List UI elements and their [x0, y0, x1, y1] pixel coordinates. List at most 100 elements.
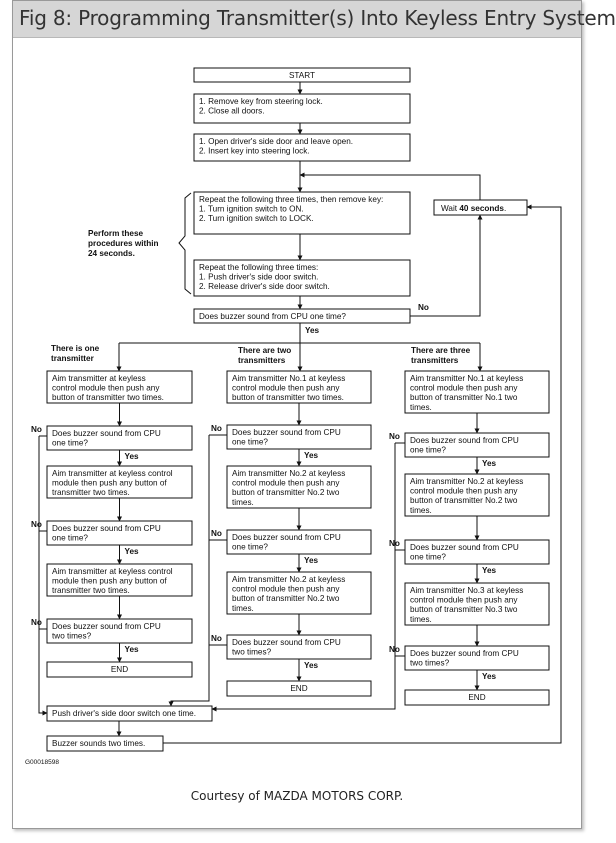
branch-three-q3-box	[404, 645, 550, 671]
perform-note: 24 seconds.	[88, 249, 135, 258]
wait-box	[433, 199, 528, 216]
branch-one-aim1-box	[46, 370, 193, 404]
branch-one-q3-box	[46, 618, 193, 644]
branch-one-aim3-box	[46, 563, 193, 597]
yes-label: Yes	[305, 326, 320, 335]
branch-two-end-box	[226, 680, 372, 697]
branch-one-no-rail	[38, 436, 48, 716]
branch-three-aim3-text: Aim transmitter No.3 at keyless	[410, 586, 523, 595]
branch-three-q1-box	[404, 432, 550, 458]
figure-frame: Fig 8: Programming Transmitter(s) Into K…	[12, 0, 616, 829]
step3-text: Repeat the following three times, then r…	[199, 195, 383, 204]
branch-two-yes-label: Yes	[304, 661, 319, 670]
branch-one-no-label: No	[31, 520, 42, 529]
branch-two-header: There are two	[238, 346, 291, 355]
branch-two-header: transmitters	[238, 356, 286, 365]
branch-three-no-label: No	[389, 432, 400, 441]
branch-three-yes-label: Yes	[482, 459, 497, 468]
branch-three-q1-text: one time?	[410, 446, 446, 455]
branch-one-header: transmitter	[51, 354, 95, 363]
branch-two-aim2-text: control module then push any	[232, 479, 340, 488]
step3-box	[193, 191, 411, 235]
branch-one-q2-text: one time?	[52, 534, 88, 543]
step2-box	[193, 133, 411, 162]
flow-boxes	[46, 67, 550, 752]
start-text: START	[289, 71, 315, 80]
time-brace	[178, 192, 192, 295]
step2-text: 1. Open driver's side door and leave ope…	[199, 137, 353, 146]
step4-text: Repeat the following three times:	[199, 263, 318, 272]
branch-one-yes-label: Yes	[125, 645, 140, 654]
branch-three-aim2-box	[404, 473, 550, 517]
branch-one-aim3-text: transmitter two times.	[52, 586, 130, 595]
start-box	[193, 67, 411, 83]
branch-three-no-rail	[211, 443, 396, 712]
branch-one-no-label: No	[31, 425, 42, 434]
branch-three-aim3-box	[404, 582, 550, 626]
branch-two-q2-text: one time?	[232, 543, 268, 552]
branch-two-q2-text: Does buzzer sound from CPU	[232, 533, 341, 542]
step3-text: 2. Turn ignition switch to LOCK.	[199, 214, 314, 223]
step1-text: 2. Close all doors.	[199, 107, 265, 116]
perform-note: Perform these	[88, 229, 144, 238]
branch-two-end-text: END	[290, 684, 307, 693]
branch-one-aim2-box	[46, 465, 193, 499]
branch-two-aim1-text: Aim transmitter No.1 at keyless	[232, 374, 345, 383]
no-to-wait	[410, 214, 483, 317]
branch-two-aim2-box	[226, 465, 372, 509]
buzzer-once-question-box	[193, 308, 411, 324]
wait-text: Wait 40 seconds.	[441, 204, 506, 213]
branch-one-end-text: END	[111, 665, 128, 674]
branch-one-q3-text: two times?	[52, 632, 92, 641]
figure-title: Fig 8: Programming Transmitter(s) Into K…	[19, 6, 616, 30]
branch-three-q2-text: one time?	[410, 553, 446, 562]
branch-one-q1-text: one time?	[52, 439, 88, 448]
no-label: No	[418, 303, 429, 312]
branch-three-aim1-box	[404, 370, 550, 414]
branch-three-q1-text: Does buzzer sound from CPU	[410, 436, 519, 445]
branch-two-q3-text: Does buzzer sound from CPU	[232, 638, 341, 647]
branch-three-end-box	[404, 689, 550, 706]
branch-three-aim1-text: Aim transmitter No.1 at keyless	[410, 374, 523, 383]
return-to-wait	[163, 204, 562, 744]
branch-three-q3-text: two times?	[410, 659, 450, 668]
step4-text: 2. Release driver's side door switch.	[199, 282, 330, 291]
branch-two-aim3-text: times.	[232, 604, 254, 613]
branch-three-yes-label: Yes	[482, 566, 497, 575]
branch-two-q1-text: Does buzzer sound from CPU	[232, 428, 341, 437]
branch-three-aim2-text: button of transmitter No.2 two	[410, 496, 518, 505]
title-bar: Fig 8: Programming Transmitter(s) Into K…	[13, 1, 616, 38]
branch-three-end-text: END	[468, 693, 485, 702]
buzzer-two-box	[46, 735, 164, 752]
figure-code: G00018598	[25, 759, 59, 766]
branch-one-q1-box	[46, 425, 193, 451]
branch-two-aim3-text: button of transmitter No.2 two	[232, 594, 340, 603]
branch-three-no-label: No	[389, 645, 400, 654]
branch-three-aim1-text: control module then push any	[410, 384, 518, 393]
courtesy-credit: Courtesy of MAZDA MOTORS CORP.	[190, 789, 404, 803]
branch-three-aim1-text: times.	[410, 403, 432, 412]
connector-lines	[38, 82, 562, 744]
branch-two-q1-text: one time?	[232, 438, 268, 447]
branch-one-aim3-text: module then push any button of	[52, 577, 167, 586]
buzzer-two-text: Buzzer sounds two times.	[52, 739, 145, 748]
buzzer-once-question-text: Does buzzer sound from CPU one time?	[199, 312, 346, 321]
branch-one-q2-text: Does buzzer sound from CPU	[52, 524, 161, 533]
branch-two-no-label: No	[211, 424, 222, 433]
branch-two-yes-label: Yes	[304, 556, 319, 565]
branch-three-aim3-text: control module then push any	[410, 596, 518, 605]
branch-two-aim1-text: button of transmitter two times.	[232, 393, 344, 402]
branch-one-q1-text: Does buzzer sound from CPU	[52, 429, 161, 438]
branch-three-header: transmitters	[411, 356, 459, 365]
branch-two-aim3-text: Aim transmitter No.2 at keyless	[232, 575, 345, 584]
perform-note: procedures within	[88, 239, 159, 248]
branch-three-aim1-text: button of transmitter No.1 two	[410, 393, 518, 402]
step4-text: 1. Push driver's side door switch.	[199, 273, 318, 282]
branch-two-aim3-box	[226, 571, 372, 615]
branch-two-aim1-text: control module then push any	[232, 384, 340, 393]
branch-three-no-label: No	[389, 539, 400, 548]
branch-one-aim2-text: transmitter two times.	[52, 488, 130, 497]
branch-two-q2-box	[226, 529, 372, 555]
